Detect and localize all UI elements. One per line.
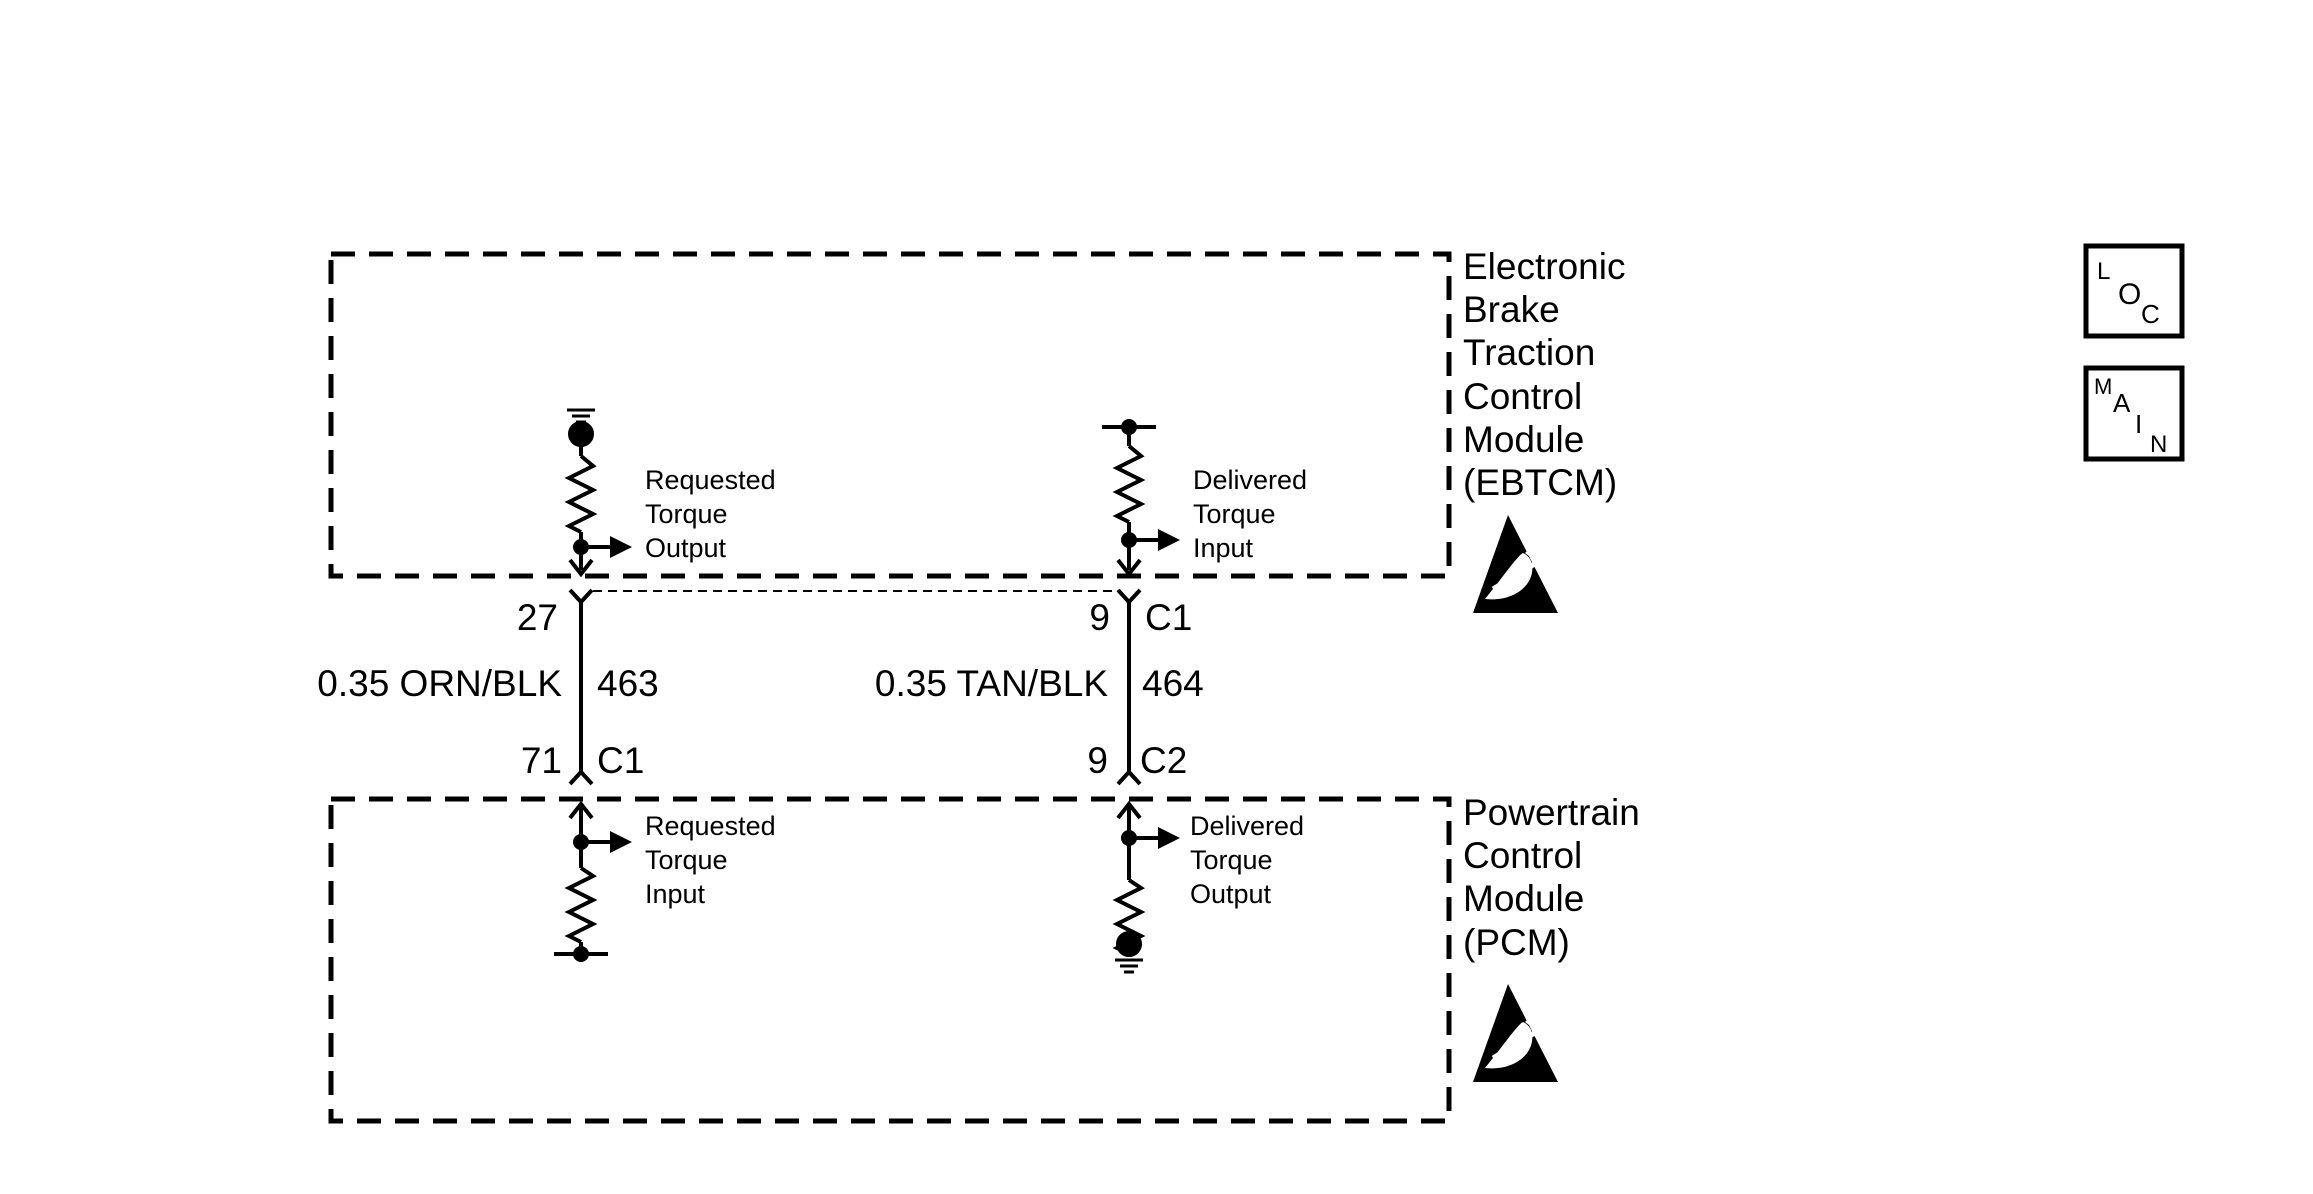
left-circuit-number: 463: [597, 663, 659, 704]
svg-text:L: L: [2097, 258, 2110, 285]
left-top-pin: 27: [517, 597, 558, 638]
left-bottom-connector: C1: [597, 740, 644, 781]
delivered-torque-output-label: Delivered Torque Output: [1190, 811, 1312, 909]
left-circuit: [554, 408, 632, 962]
main-button[interactable]: M A I N: [2083, 365, 2185, 462]
right-top-pin: 9: [1089, 597, 1110, 638]
requested-torque-input-label: Requested Torque Input: [645, 811, 783, 909]
requested-torque-output-label: Requested Torque Output: [645, 465, 783, 563]
pcm-module-box: [328, 796, 1452, 1124]
svg-text:O: O: [2118, 278, 2141, 311]
left-bottom-pin: 71: [521, 740, 562, 781]
esd-warning-icon: [1473, 984, 1558, 1082]
svg-text:C: C: [2141, 299, 2160, 329]
right-circuit-number: 464: [1142, 663, 1204, 704]
ebtcm-name: Electronic Brake Traction Control Module…: [1463, 246, 1636, 503]
right-top-connector: C1: [1145, 597, 1192, 638]
esd-warning-icon: [1473, 515, 1558, 613]
pcm-name: Powertrain Control Module (PCM): [1463, 792, 1650, 963]
ebtcm-module-box: [328, 251, 1452, 579]
right-circuit: [1102, 419, 1180, 974]
svg-text:M: M: [2094, 374, 2112, 399]
right-bottom-pin: 9: [1087, 740, 1108, 781]
delivered-torque-input-label: Delivered Torque Input: [1193, 465, 1315, 563]
right-bottom-connector: C2: [1140, 740, 1187, 781]
svg-text:N: N: [2150, 431, 2167, 458]
svg-text:I: I: [2135, 409, 2142, 439]
right-wire-color: 0.35 TAN/BLK: [875, 663, 1108, 704]
svg-text:A: A: [2113, 388, 2131, 418]
loc-button[interactable]: L O C: [2083, 243, 2185, 339]
left-wire-color: 0.35 ORN/BLK: [317, 663, 562, 704]
